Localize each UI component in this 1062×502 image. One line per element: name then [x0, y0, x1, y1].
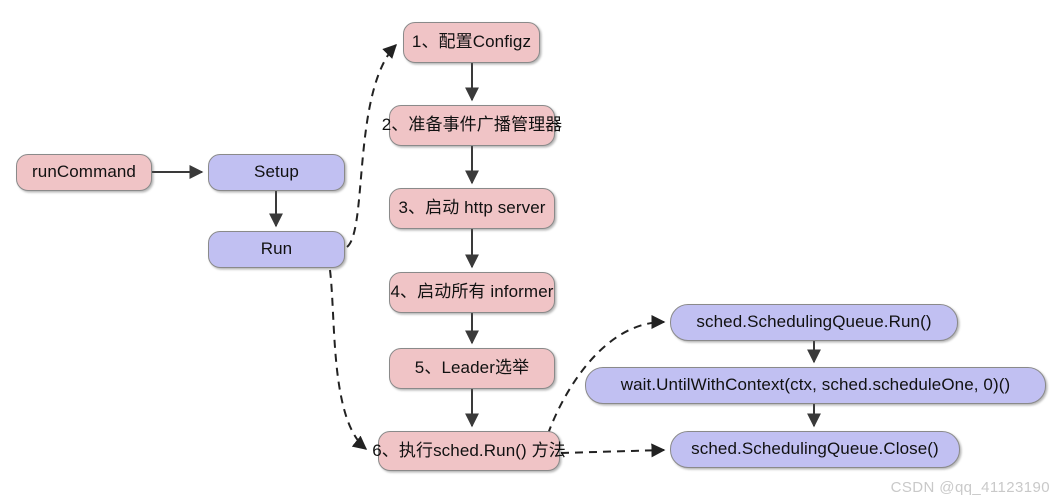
edge-run-step6 — [329, 269, 368, 450]
node-step-6[interactable]: 6、执行sched.Run() 方法 — [372, 431, 566, 471]
node-runcommand[interactable]: runCommand — [16, 154, 152, 191]
node-step-4[interactable]: 4、启动所有 informer — [389, 272, 555, 313]
watermark: CSDN @qq_41123190 — [890, 479, 1050, 496]
node-step-1[interactable]: 1、配置Configz — [403, 22, 540, 63]
edge-step6-queueclose — [560, 443, 666, 458]
node-wait-until-with-context[interactable]: wait.UntilWithContext(ctx, sched.schedul… — [585, 367, 1046, 404]
node-step-3[interactable]: 3、启动 http server — [389, 188, 555, 229]
node-scheduling-queue-run[interactable]: sched.SchedulingQueue.Run() — [670, 304, 958, 341]
node-run[interactable]: Run — [208, 231, 345, 268]
node-step-5[interactable]: 5、Leader选举 — [389, 348, 555, 389]
node-scheduling-queue-close[interactable]: sched.SchedulingQueue.Close() — [670, 431, 960, 468]
node-step-2[interactable]: 2、准备事件广播管理器 — [382, 105, 562, 146]
node-setup[interactable]: Setup — [208, 154, 345, 191]
